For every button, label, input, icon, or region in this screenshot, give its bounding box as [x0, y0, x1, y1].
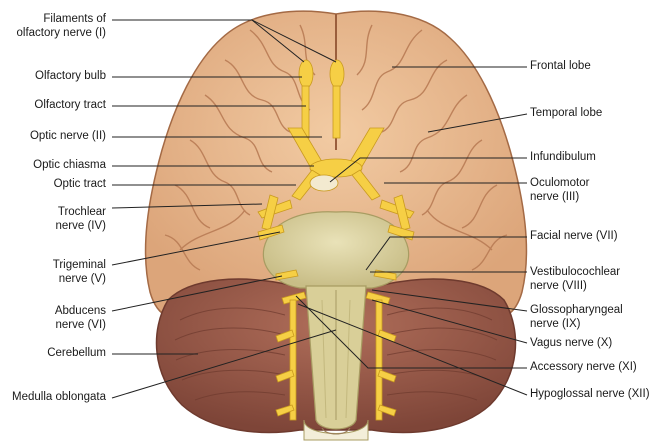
label-optic-tract: Optic tract — [53, 178, 106, 190]
leader-lines — [111, 19, 528, 399]
label-abducens-line2: nerve (VI) — [55, 318, 107, 331]
label-glossopharyngeal-line2: nerve (IX) — [530, 317, 581, 330]
label-glossopharyngeal-line1: Glossopharyngeal — [530, 304, 623, 316]
label-trochlear: Trochlear nerve (IV) — [56, 206, 107, 233]
label-accessory: Accessory nerve (XI) — [530, 361, 637, 373]
label-glossopharyngeal: Glossopharyngeal nerve (IX) — [530, 304, 623, 331]
label-filaments: Filaments of olfactory nerve (I) — [17, 13, 106, 40]
label-trochlear-line2: nerve (IV) — [55, 219, 107, 232]
label-infundibulum: Infundibulum — [530, 151, 596, 163]
label-filaments-line2: olfactory nerve (I) — [16, 26, 106, 39]
label-olfactory-bulb: Olfactory bulb — [35, 70, 106, 82]
label-hypoglossal: Hypoglossal nerve (XII) — [530, 388, 650, 400]
label-oculomotor-line2: nerve (III) — [530, 190, 580, 203]
label-frontal-lobe: Frontal lobe — [530, 60, 591, 72]
label-facial: Facial nerve (VII) — [530, 230, 618, 242]
cranial-nerves — [257, 59, 415, 421]
label-trigeminal-line1: Trigeminal — [52, 259, 106, 271]
label-vestibulocochlear-line2: nerve (VIII) — [530, 279, 587, 292]
gyri-pattern — [164, 24, 508, 271]
label-vestibulocochlear: Vestibulocochlear nerve (VIII) — [530, 266, 620, 293]
label-cerebellum: Cerebellum — [47, 347, 106, 359]
label-medulla: Medulla oblongata — [12, 391, 106, 403]
label-trochlear-line1: Trochlear — [57, 206, 106, 218]
label-trigeminal: Trigeminal nerve (V) — [53, 259, 106, 286]
label-abducens-line1: Abducens — [54, 305, 106, 317]
label-olfactory-tract: Olfactory tract — [34, 99, 106, 111]
label-vestibulocochlear-line1: Vestibulocochlear — [530, 266, 621, 278]
label-vagus: Vagus nerve (X) — [530, 337, 613, 349]
spinal-cord-section — [303, 419, 369, 441]
label-optic-chiasma: Optic chiasma — [33, 159, 106, 171]
label-filaments-line1: Filaments of — [43, 13, 106, 25]
label-abducens: Abducens nerve (VI) — [55, 305, 106, 332]
label-optic-nerve: Optic nerve (II) — [29, 130, 106, 142]
label-oculomotor-line1: Oculomotor — [530, 177, 590, 189]
label-trigeminal-line2: nerve (V) — [58, 272, 106, 285]
label-temporal-lobe: Temporal lobe — [530, 107, 603, 119]
label-oculomotor: Oculomotor nerve (III) — [530, 177, 589, 204]
